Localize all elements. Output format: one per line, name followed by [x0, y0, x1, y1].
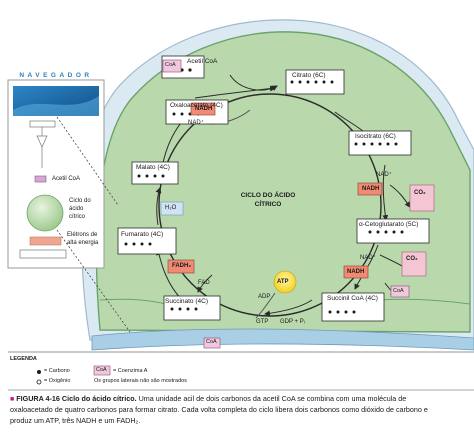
caption-text: Uma unidade acil de dois carbonos da ace…	[10, 394, 428, 425]
isocitrate-label: Isocitrato (6C)	[355, 133, 396, 140]
navigator-cycle-line-3: cítrico	[69, 214, 86, 220]
succinyl-coa-label: Succinil CoA (4C)	[327, 295, 378, 302]
legend-coa: CoA	[96, 367, 107, 373]
molecule-boxes	[117, 55, 430, 322]
cycle-title-line-2: CÍTRICO	[254, 201, 282, 208]
acetyl-coa-tag: CoA	[165, 62, 176, 68]
caption-title: Ciclo do ácido cítrico.	[61, 394, 137, 403]
acetyl-coa-label: Acetil CoA	[187, 58, 218, 65]
malate-label: Malato (4C)	[136, 164, 170, 171]
succinate-label: Succinato (4C)	[165, 298, 208, 305]
caption-figure-number: FIGURA 4-16	[16, 394, 60, 403]
navigator-electrons-line-2: alta energia	[67, 240, 99, 246]
gdp-pi-label: GDP + Pᵢ	[280, 319, 305, 325]
co2-label-1: CO₂	[414, 190, 426, 196]
navigator-title: NAVEGADOR	[19, 72, 93, 79]
fad-label: FAD	[198, 280, 210, 286]
citrate-label: Citrato (6C)	[292, 72, 326, 79]
nadh-label-3: NADH	[347, 269, 365, 275]
coa-label-bottom: CoA	[206, 339, 217, 345]
alpha-ketoglutarate-label: α-Cetoglutarato (5C)	[359, 221, 419, 228]
oxaloacetate-label: Oxaloacetato (4C)	[170, 102, 223, 109]
caption-bullet: ■	[10, 396, 15, 403]
figure-caption: ■ FIGURA 4-16 Ciclo do ácido cítrico. Um…	[10, 394, 450, 426]
legend-oxygen: = Oxigênio	[44, 378, 71, 384]
legend-title: LEGENDA	[10, 356, 37, 362]
navigator-cycle-line-2: ácido	[69, 206, 84, 212]
nad-plus-label-1: NAD⁺	[188, 120, 204, 126]
co2-label-2: CO₂	[406, 256, 418, 262]
legend-coenzyme: = Coenzima A	[113, 368, 148, 374]
atp-label: ATP	[277, 279, 289, 285]
nad-plus-label-2: NAD⁺	[376, 172, 392, 178]
gtp-label: GTP	[256, 319, 269, 325]
navigator-electrons-line-1: Elétrons de	[67, 232, 98, 238]
legend-side-groups: Os grupos laterais não são mostrados	[94, 378, 187, 384]
adp-label: ADP	[258, 294, 271, 300]
coa-label-succinyl: CoA	[393, 288, 404, 294]
navigator-acetyl-coa-label: Acetil CoA	[52, 176, 81, 182]
fadh2-label: FADH₂	[172, 263, 191, 269]
legend-carbon: = Carbono	[44, 368, 70, 374]
nadh-label-1: NADH	[195, 106, 213, 112]
h2o-label: H₂O	[165, 205, 177, 211]
nadh-label-2: NADH	[362, 186, 380, 192]
nad-plus-label-3: NAD⁺	[360, 255, 376, 261]
cycle-title-line-1: CICLO DO ÁCIDO	[240, 192, 296, 199]
cofactors	[160, 59, 435, 349]
navigator-panel	[7, 79, 131, 333]
navigator-cycle-line-1: Ciclo do	[69, 198, 91, 204]
legend	[8, 351, 474, 391]
fumarate-label: Fumarato (4C)	[121, 231, 164, 238]
